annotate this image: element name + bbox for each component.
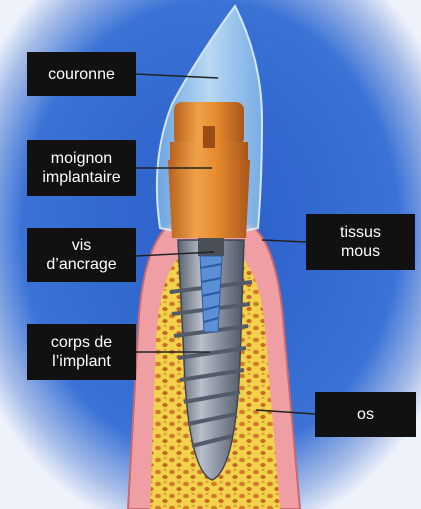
label-vis-ancrage: vis d’ancrage <box>27 228 136 282</box>
label-os: os <box>315 392 416 437</box>
label-couronne: couronne <box>27 52 136 96</box>
label-tissus-mous: tissus mous <box>306 214 415 270</box>
label-moignon-implantaire: moignon implantaire <box>27 140 136 196</box>
label-corps-implant: corps de l’implant <box>27 324 136 380</box>
abutment <box>168 102 250 238</box>
